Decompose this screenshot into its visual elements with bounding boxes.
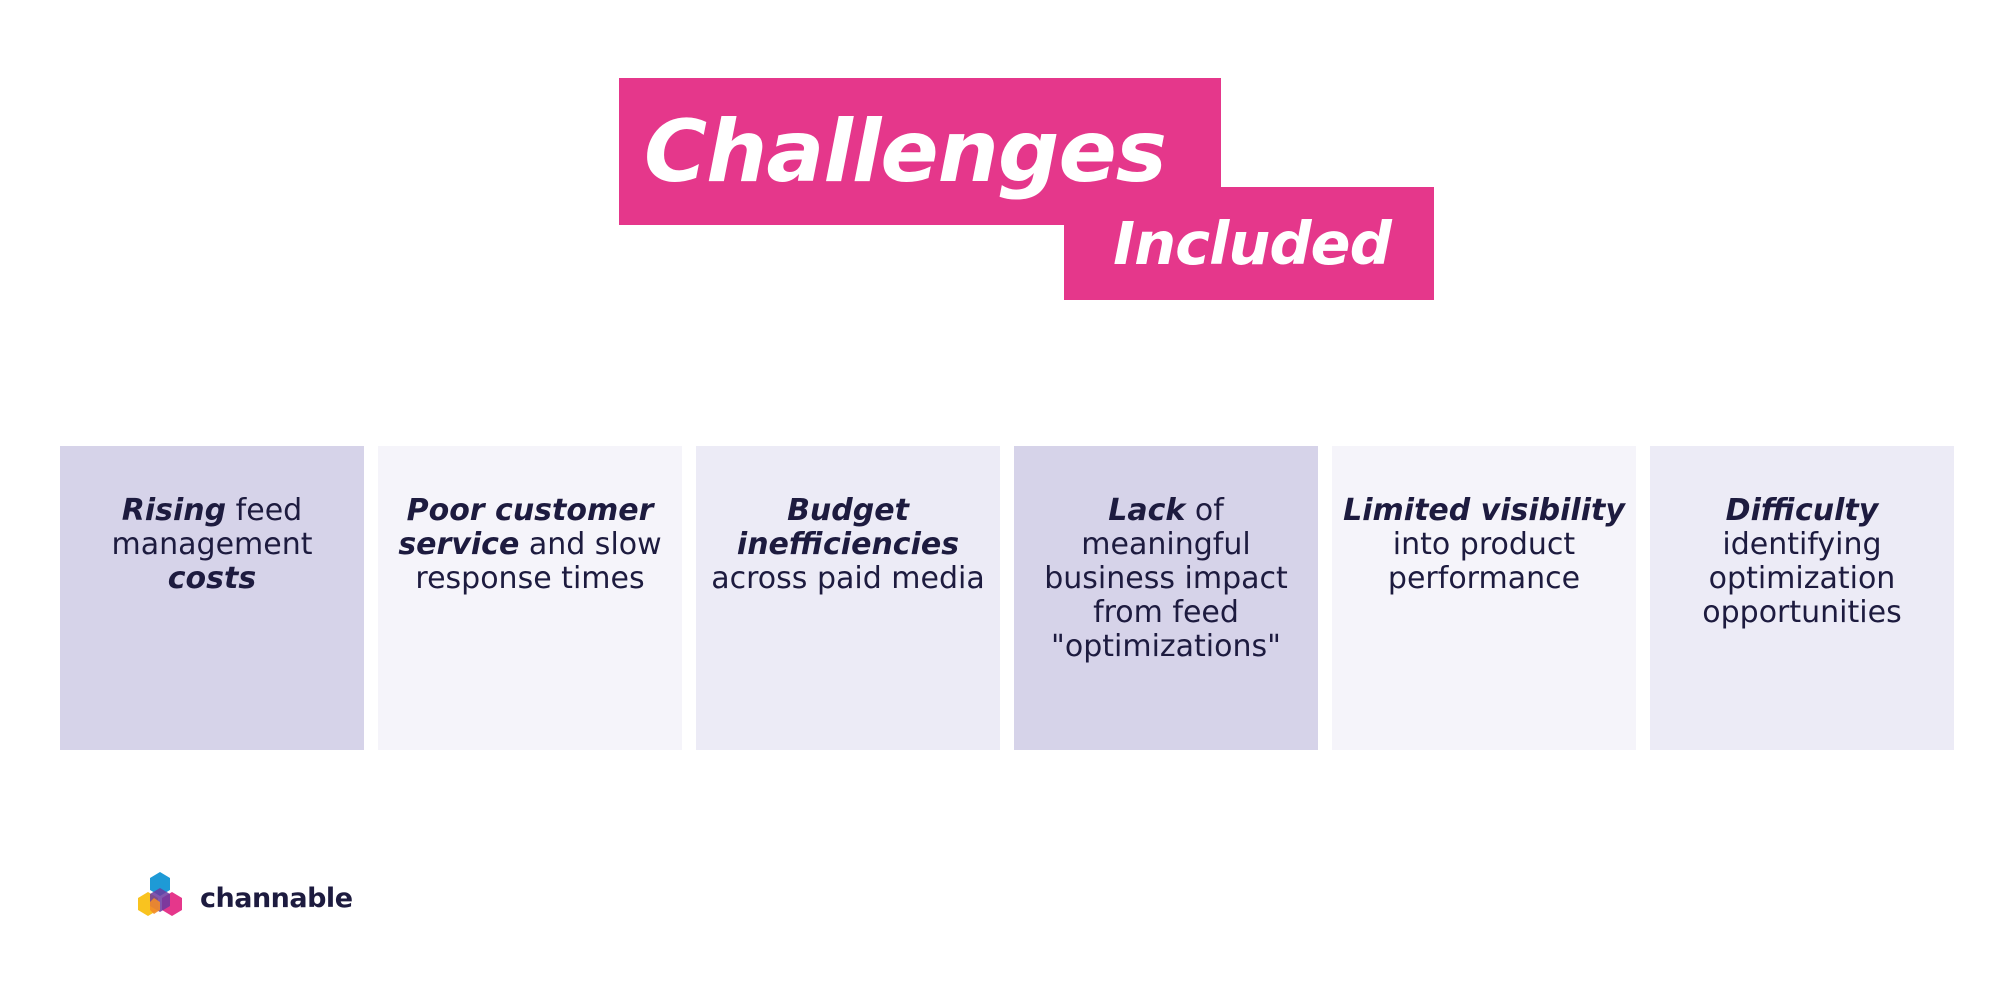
challenge-cards: Rising feed management costs Poor custom… [60, 446, 1954, 750]
challenge-card-5: Limited visibility into product performa… [1332, 446, 1636, 750]
card-emphasis: Rising [121, 493, 227, 528]
card-text: and slow response times [415, 527, 662, 596]
card-text: feed management [111, 493, 313, 562]
title-block-sub: Included [1064, 187, 1434, 300]
card-emphasis: Difficulty [1725, 493, 1879, 528]
card-text: across paid media [711, 561, 985, 596]
card-emphasis: Poor customer service [398, 493, 654, 562]
card-text: into product performance [1387, 527, 1581, 596]
card-emphasis: costs [167, 561, 257, 596]
logo-wordmark: channable [200, 882, 353, 914]
card-text: of meaningful business impact from feed … [1044, 493, 1288, 664]
card-emphasis: Budget inefficiencies [736, 493, 960, 562]
channable-hexagon-logo-icon [138, 872, 182, 916]
title-main-text: Challenges [644, 101, 1167, 202]
challenge-card-1: Rising feed management costs [60, 446, 364, 750]
title-block-main: Challenges [619, 78, 1221, 225]
brand-logo: channable [132, 870, 353, 926]
title-sub-text: Included [1113, 209, 1392, 278]
challenge-card-4: Lack of meaningful business impact from … [1014, 446, 1318, 750]
challenge-card-3: Budget inefficiencies across paid media [696, 446, 1000, 750]
card-text: identifying optimization opportunities [1702, 527, 1902, 630]
challenge-card-6: Difficulty identifying optimization oppo… [1650, 446, 1954, 750]
card-emphasis: Limited visibility [1343, 493, 1625, 528]
card-emphasis: Lack [1108, 493, 1186, 528]
challenge-card-2: Poor customer service and slow response … [378, 446, 682, 750]
